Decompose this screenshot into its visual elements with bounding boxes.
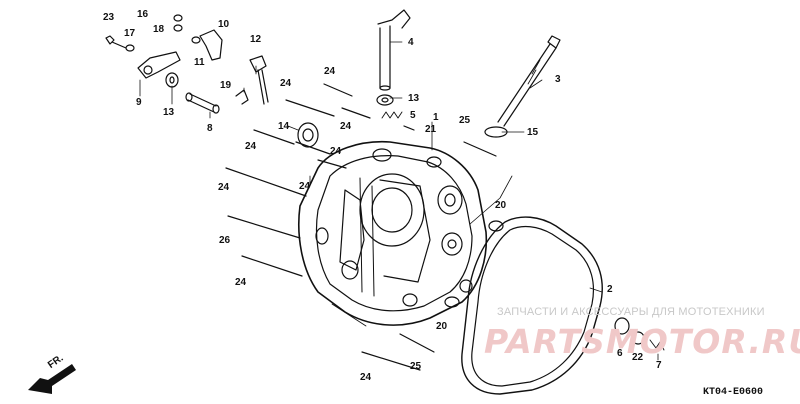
shaft-8 <box>185 92 220 114</box>
shift-shaft <box>377 9 411 91</box>
front-direction-arrow <box>28 364 76 394</box>
label-part-18: 18 <box>153 24 165 35</box>
label-part-25-lower: 25 <box>410 361 422 372</box>
bolt-23 <box>105 35 127 49</box>
label-part-17: 17 <box>124 28 136 39</box>
label-part-12: 12 <box>250 34 262 45</box>
washer-18 <box>173 24 183 32</box>
oil-seal-upper <box>376 94 394 106</box>
label-part-24-b: 24 <box>280 78 292 89</box>
crankcase-cover <box>298 140 488 326</box>
oil-dipstick <box>497 35 561 127</box>
bearing <box>297 122 319 148</box>
label-part-14: 14 <box>278 121 290 132</box>
label-part-24-f: 24 <box>299 181 311 192</box>
label-part-3: 3 <box>555 74 561 85</box>
label-part-25-upper: 25 <box>459 115 471 126</box>
label-part-9: 9 <box>136 97 142 108</box>
label-part-7: 7 <box>656 360 662 371</box>
clip-19 <box>235 89 249 105</box>
label-part-13-upper: 13 <box>408 93 420 104</box>
label-part-24-h: 24 <box>235 277 247 288</box>
bolts <box>225 83 497 371</box>
cover-gasket <box>461 216 603 395</box>
watermark-text: ЗАПЧАСТИ И АКСЕССУАРЫ ДЛЯ МОТОТЕХНИКИ <box>497 306 765 318</box>
label-part-23: 23 <box>103 12 115 23</box>
pin <box>403 125 415 131</box>
label-part-24-e: 24 <box>330 146 342 157</box>
label-part-24-a: 24 <box>324 66 336 77</box>
small-parts-6-22-7 <box>614 317 665 351</box>
label-part-4: 4 <box>408 37 414 48</box>
label-part-26: 26 <box>219 235 231 246</box>
label-part-1: 1 <box>433 112 439 123</box>
label-part-13-lower: 13 <box>163 107 175 118</box>
label-part-19: 19 <box>220 80 232 91</box>
washer <box>125 44 135 52</box>
oil-seal-lower <box>165 72 179 88</box>
washer-11 <box>191 36 201 44</box>
spring <box>381 111 403 119</box>
nut-16 <box>173 14 183 22</box>
label-part-16: 16 <box>137 9 149 20</box>
label-part-15: 15 <box>527 127 539 138</box>
label-part-24-i: 24 <box>360 372 372 383</box>
watermark-logo: PARTSMOTOR.RU <box>484 322 800 361</box>
label-part-24-d: 24 <box>245 141 257 152</box>
bracket-10 <box>199 29 223 61</box>
label-part-11: 11 <box>194 57 205 68</box>
label-part-22: 22 <box>632 352 644 363</box>
label-part-21: 21 <box>425 124 437 135</box>
label-part-24-g: 24 <box>218 182 230 193</box>
label-part-24-c: 24 <box>340 121 352 132</box>
leader-lines <box>139 41 659 361</box>
label-part-5: 5 <box>410 110 416 121</box>
diagram-code: KT04-E0600 <box>703 387 764 398</box>
label-part-2: 2 <box>607 284 613 295</box>
label-part-20-lower: 20 <box>436 321 448 332</box>
label-part-6: 6 <box>617 348 623 359</box>
label-part-20-upper: 20 <box>495 200 507 211</box>
dowel-pins <box>444 220 504 308</box>
label-part-8: 8 <box>207 123 213 134</box>
switch-12 <box>249 55 269 105</box>
label-part-10: 10 <box>218 19 230 30</box>
arm-9 <box>137 51 181 79</box>
